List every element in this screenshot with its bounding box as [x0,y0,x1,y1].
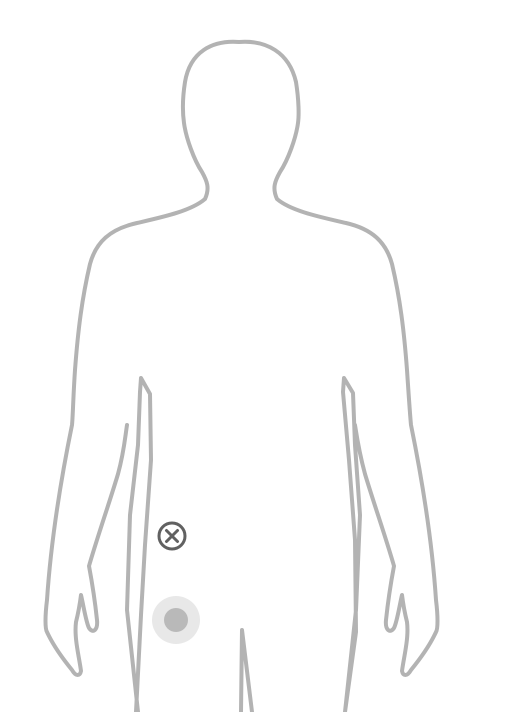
selected-point-dot-icon [152,596,200,644]
body-outline-path [43,39,440,712]
remove-circle-x-icon [157,521,187,551]
remove-point-button[interactable] [156,520,188,552]
selected-point-marker[interactable] [151,595,201,645]
